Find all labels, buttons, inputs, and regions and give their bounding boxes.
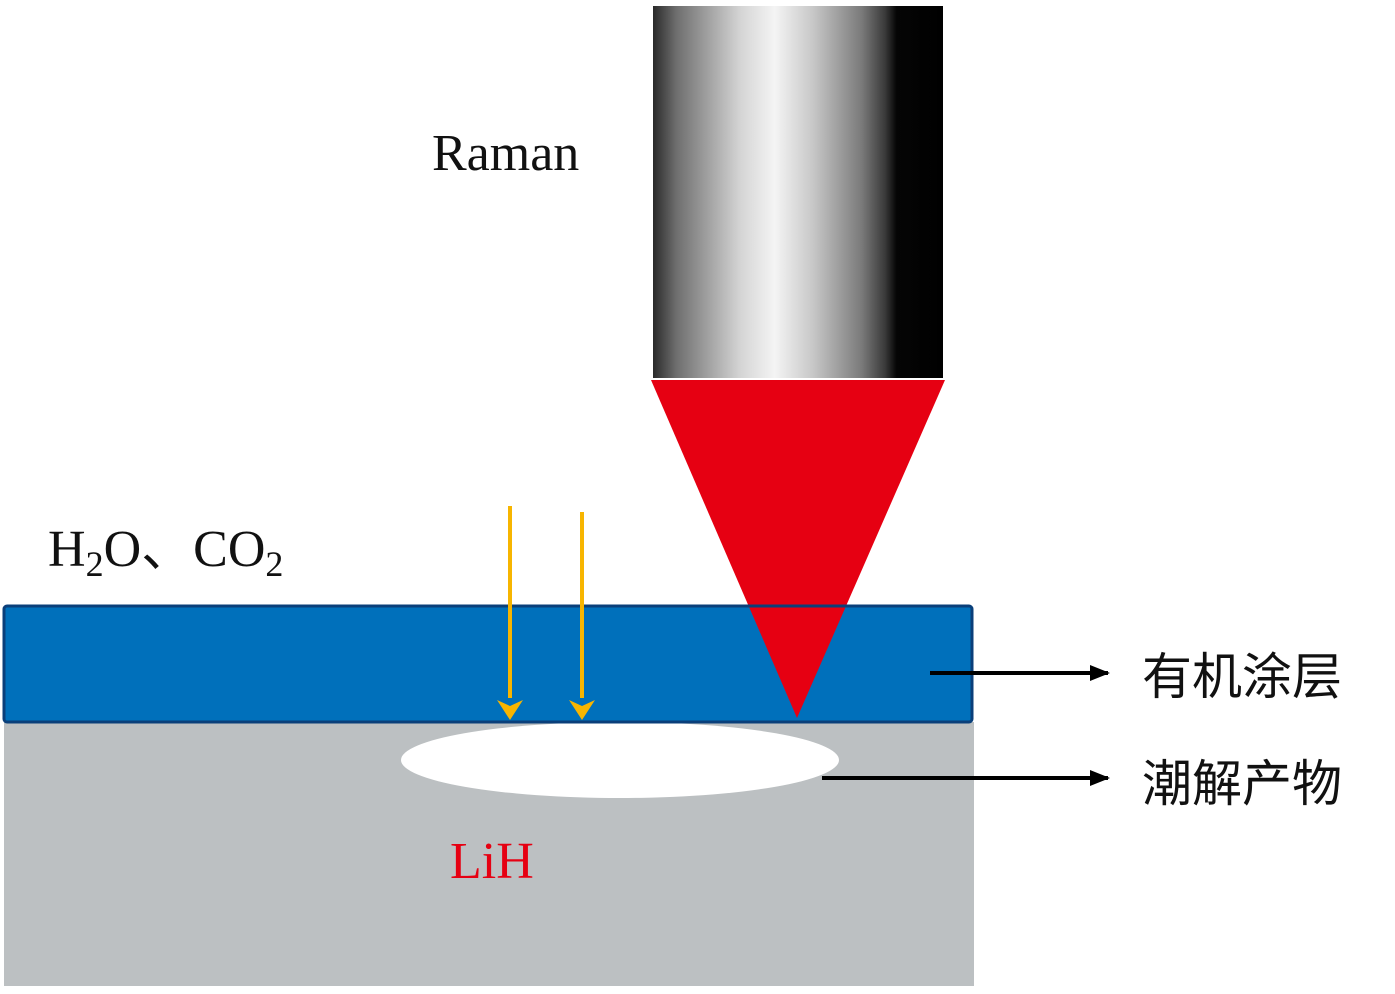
coating-label: 有机涂层 — [1142, 648, 1342, 706]
gas-label: H2O、CO2 — [48, 521, 283, 584]
raman-objective — [653, 6, 943, 378]
raman-label: Raman — [432, 125, 579, 182]
gas-arrow-right — [569, 512, 595, 720]
product-label: 潮解产物 — [1142, 755, 1342, 813]
gas-arrow-left — [497, 506, 523, 720]
organic-coating — [2, 604, 974, 724]
laser-beam — [651, 380, 945, 718]
lih-label: LiH — [450, 833, 534, 890]
deliquescence-product — [401, 722, 839, 798]
